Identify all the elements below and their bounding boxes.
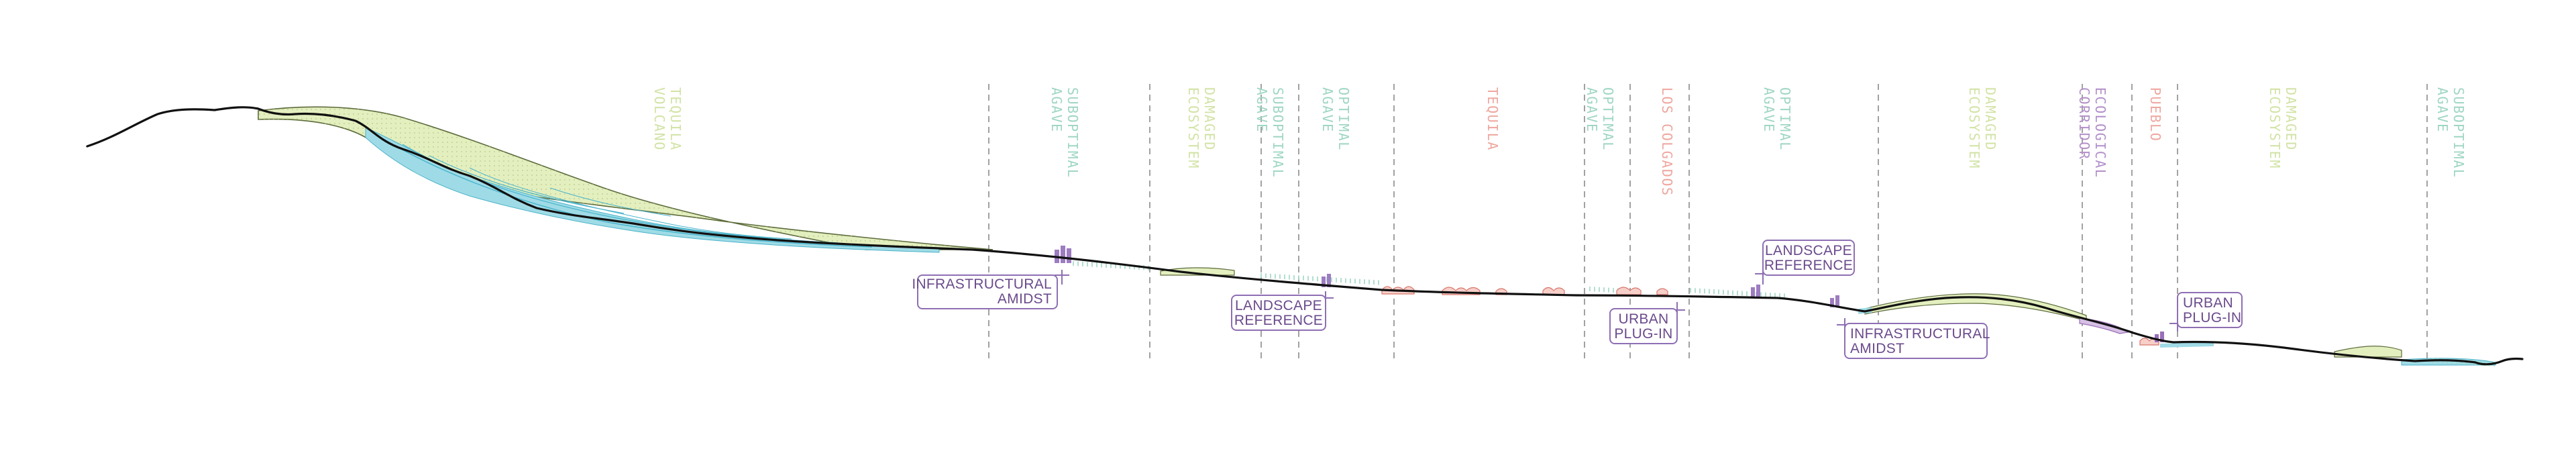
intervention-structures [1055,246,1839,307]
zone-label-damaged-ecosystem-1: DAMAGEDECOSYSTEM [1185,87,1218,169]
zone-label-suboptimal-agave-1: SUBOPTIMALAGAVE [1049,87,1081,178]
ground-profile-line [86,106,2524,366]
zone-label-tequila-volcano: TEQUILAVOLCANO [651,87,684,151]
annotation-line: REFERENCE [1764,258,1853,273]
annotation-line: LANDSCAPE [1235,298,1322,313]
annotation-line: REFERENCE [1234,313,1323,328]
zone-label-damaged-ecosystem-2: DAMAGEDECOSYSTEM [1966,87,1998,169]
zone-label-suboptimal-agave-3: SUBOPTIMALAGAVE [2434,87,2467,178]
zone-label-los-colgados: LOS COLGADOS [1659,87,1675,197]
zone-label-optimal-agave-3: OPTIMALAGAVE [1761,87,1793,151]
annotation-line: AMIDST [998,291,1052,307]
annotation-line: AMIDST [1850,341,1904,356]
zone-label-tequila: TEQUILA [1485,87,1501,151]
zone-dividers [988,84,2428,362]
annotation-line: URBAN [1618,311,1668,327]
zone-label-suboptimal-agave-2: SUBOPTIMALAGAVE [1254,87,1286,178]
agave-plantings [1073,261,2495,366]
annotation-line: INFRASTRUCTURAL [1850,326,1990,342]
annotation-urban-plug-in-1: URBAN PLUG-IN [1609,302,1685,344]
annotation-line: PLUG-IN [1614,326,1672,342]
annotation-landscape-reference-2: LANDSCAPE REFERENCE [1755,240,1855,285]
annotations: INFRASTRUCTURAL AMIDST LANDSCAPE REFEREN… [912,240,2243,359]
ground-vegetation [1160,267,2496,366]
annotation-line: LANDSCAPE [1765,243,1852,258]
annotation-line: INFRASTRUCTURAL [912,276,1052,292]
zone-label-ecological-corridor: ECOLOGICALCORRIDOR [2076,87,2108,178]
zone-label-optimal-agave-2: OPTIMALAGAVE [1584,87,1616,151]
annotation-line: PLUG-IN [2183,310,2241,325]
zone-labels: TEQUILAVOLCANO SUBOPTIMALAGAVE DAMAGEDEC… [651,87,2467,197]
zone-label-pueblo: PUEBLO [2147,87,2163,142]
annotation-infrastructural-amidst-1: INFRASTRUCTURAL AMIDST [912,270,1069,309]
zone-label-damaged-ecosystem-3: DAMAGEDECOSYSTEM [2267,87,2299,169]
zone-label-optimal-agave-1: OPTIMALAGAVE [1320,87,1352,151]
annotation-landscape-reference-1: LANDSCAPE REFERENCE [1231,291,1334,331]
annotation-line: URBAN [2183,295,2233,311]
annotation-infrastructural-amidst-2: INFRASTRUCTURAL AMIDST [1837,318,1990,359]
urban-fabric [1381,286,2159,346]
annotation-urban-plug-in-2: URBAN PLUG-IN [2169,292,2243,332]
